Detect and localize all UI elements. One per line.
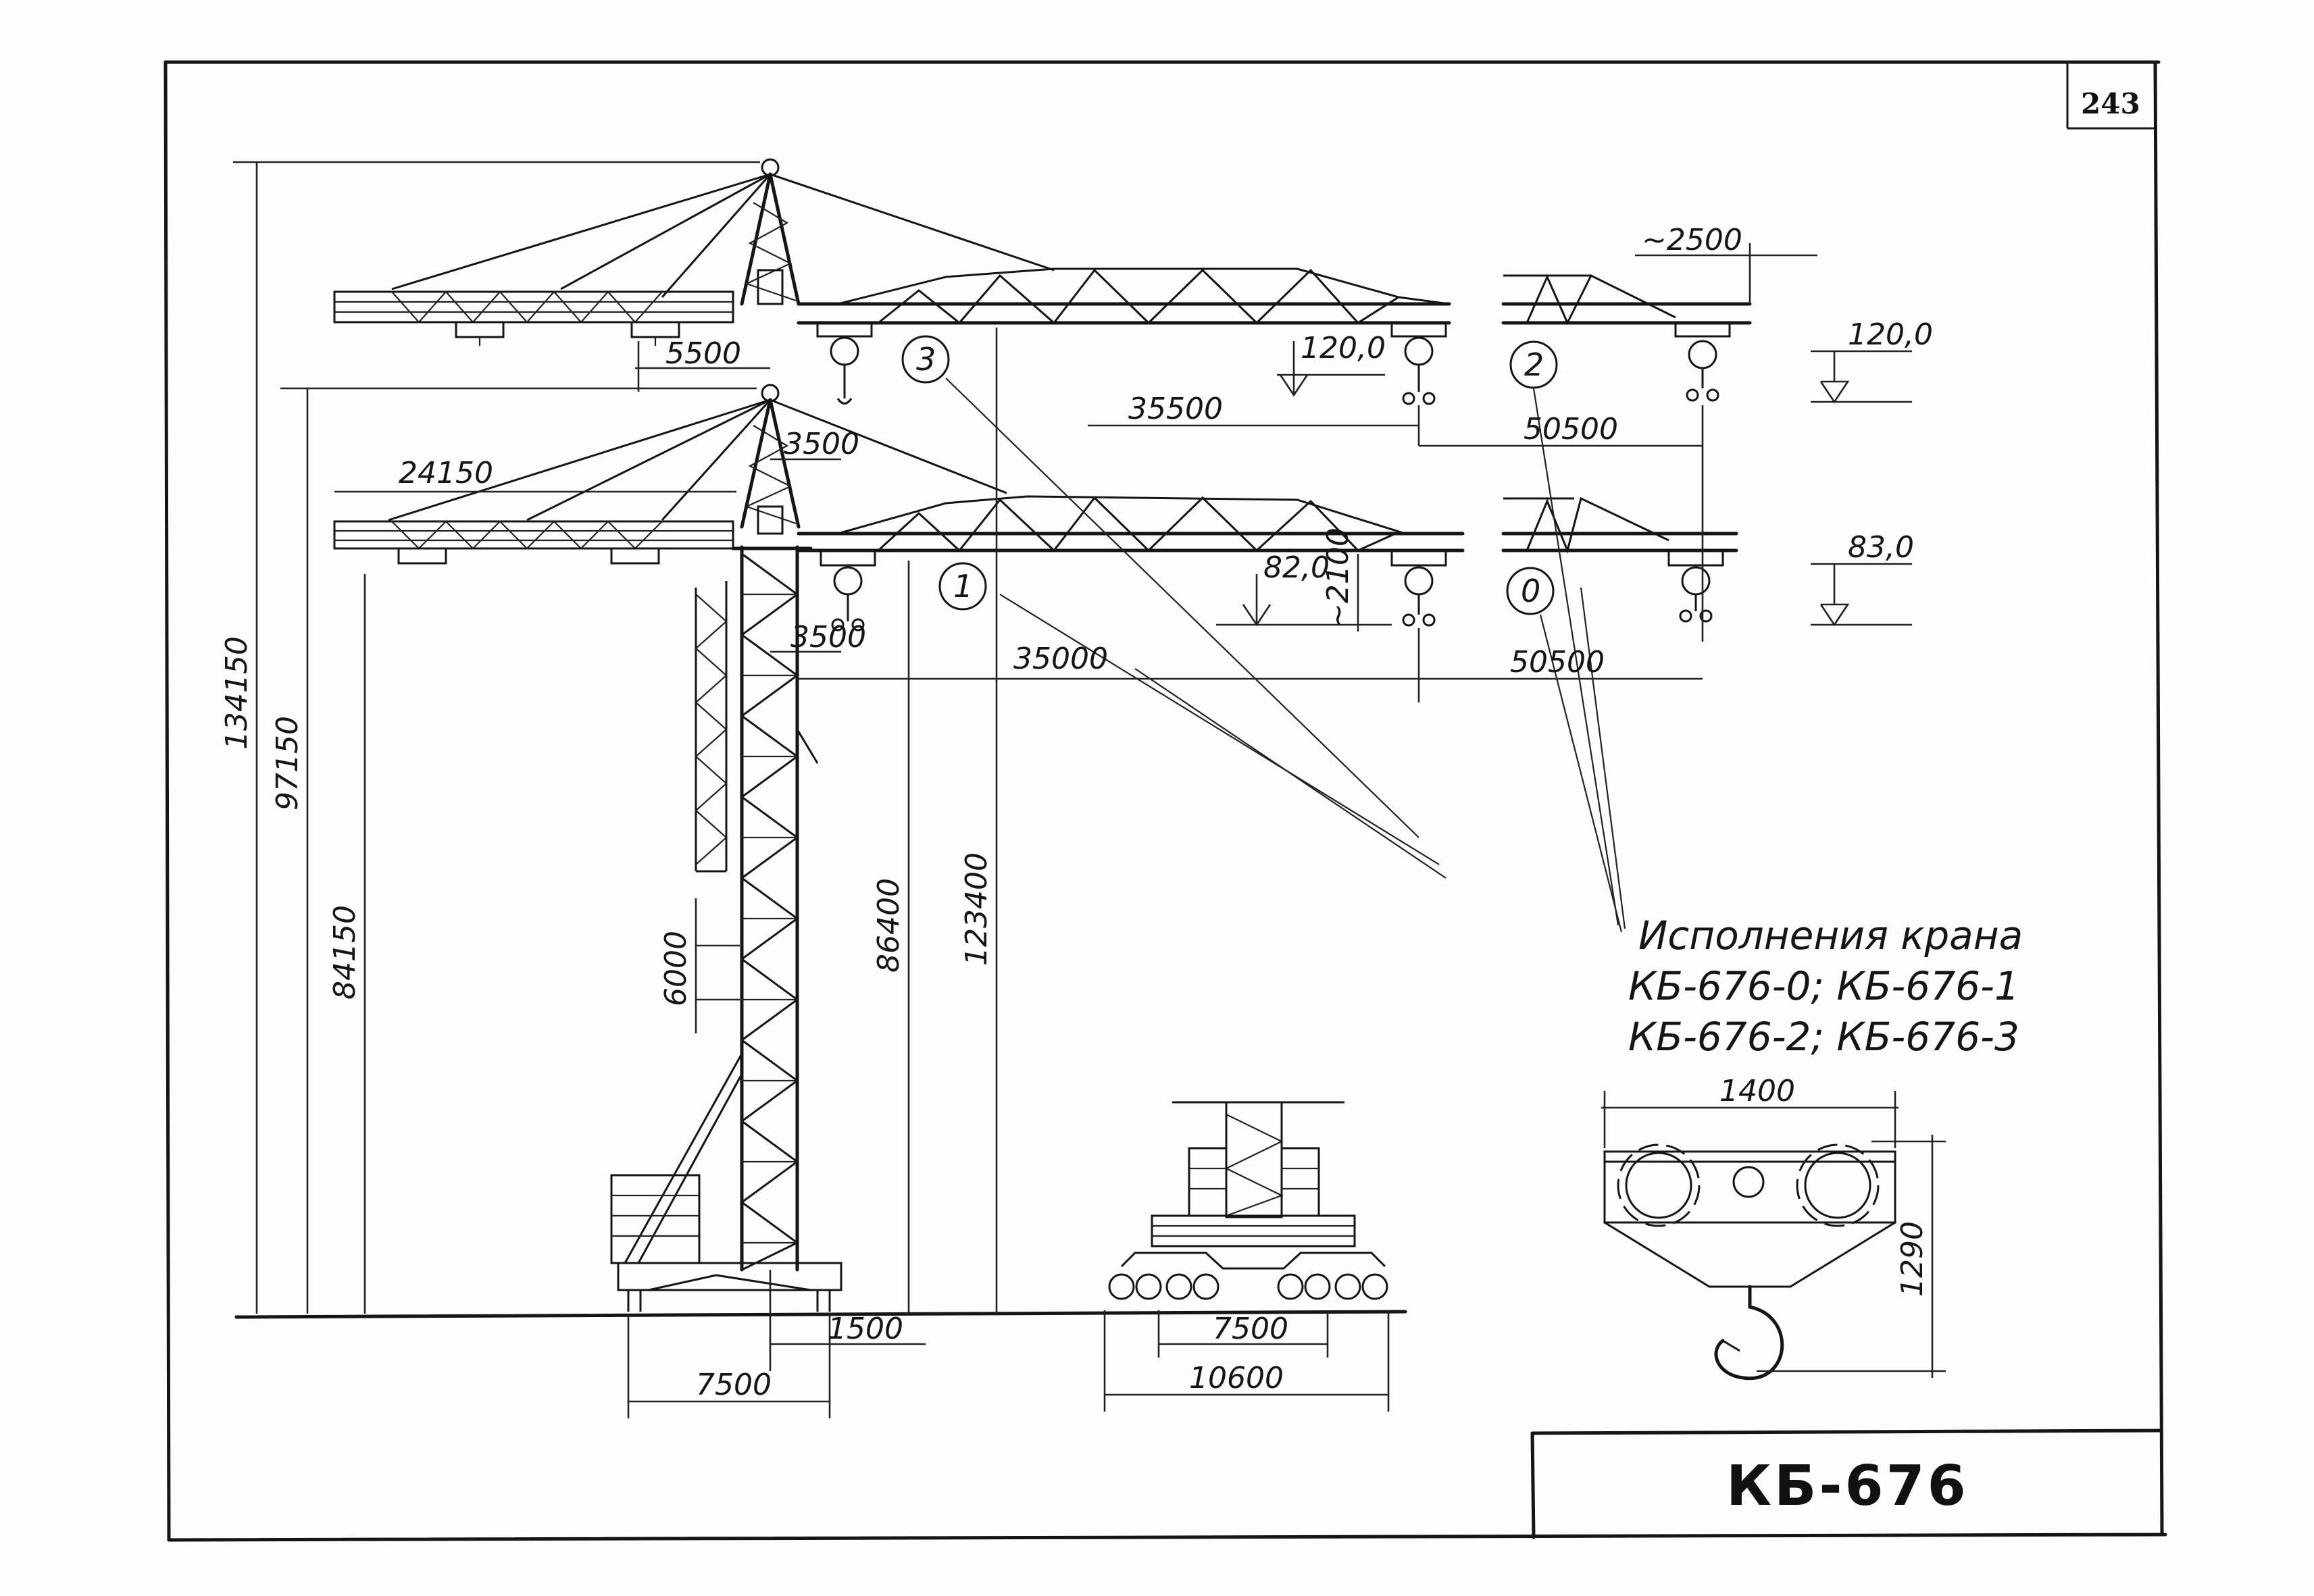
variants-note-line3: КБ-676-2; КБ-676-3: [1628, 1014, 2019, 1060]
sheet-title: КБ-676: [1726, 1454, 1969, 1518]
sheet-frame: [164, 60, 2167, 1542]
dim-50500-upper: 50500: [1524, 412, 1618, 446]
leader-lines: [945, 378, 1626, 933]
dim-5500: 5500: [665, 336, 741, 371]
dim-24150: 24150: [399, 456, 493, 490]
title-block: [1530, 1428, 2163, 1539]
dim-1400: 1400: [1719, 1074, 1795, 1108]
dim-35000: 35000: [1013, 642, 1108, 676]
dim-load-upper-right: 120,0: [1848, 317, 1933, 352]
lower-crane-head: [388, 384, 1007, 535]
dim-86400: 86400: [872, 878, 906, 973]
hook-block-detail: [1601, 1091, 1946, 1381]
dim-35500: 35500: [1128, 392, 1223, 426]
dim-load-lower-right: 83,0: [1848, 530, 1914, 565]
variant-label-1: 1: [953, 568, 973, 604]
variant-label-2: 2: [1524, 346, 1544, 383]
dim-7500-base: 7500: [696, 1368, 772, 1402]
dim-50500-lower: 50500: [1510, 645, 1605, 679]
dim-6000: 6000: [659, 931, 693, 1006]
page-number: 243: [2081, 87, 2140, 120]
crane-tower: [624, 545, 819, 1272]
dim-1500: 1500: [828, 1312, 903, 1346]
upper-tip-detail: [1501, 274, 1752, 402]
upper-crane-head: [391, 158, 1055, 306]
dimension-lines: [233, 161, 1912, 1418]
dim-3500-top: 3500: [784, 427, 859, 461]
dim-84150: 84150: [328, 905, 362, 1000]
dim-7500-track: 7500: [1213, 1312, 1288, 1346]
variant-label-3: 3: [916, 341, 936, 378]
dim-2100: ~2100: [1321, 527, 1355, 628]
lower-tip-detail: [1501, 496, 1738, 623]
crane-base: [610, 1174, 842, 1312]
dim-97150: 97150: [270, 716, 305, 810]
variant-label-0: 0: [1521, 573, 1540, 609]
dim-134150: 134150: [220, 636, 254, 750]
upper-jib: [797, 267, 1451, 405]
dim-3500-low: 3500: [790, 620, 866, 654]
lower-jib: [797, 495, 1465, 632]
variant-markers: [901, 335, 1558, 615]
dim-load-lower: 82,0: [1263, 550, 1330, 585]
track-end-view: [1103, 1101, 1390, 1412]
lower-counter-jib: [333, 520, 734, 565]
variants-note-line2: КБ-676-0; КБ-676-1: [1628, 963, 2019, 1009]
upper-counter-jib: [333, 290, 734, 346]
dim-load-upper: 120,0: [1301, 331, 1386, 365]
dim-2500: ~2500: [1642, 223, 1742, 257]
variants-note-title: Исполнения крана: [1638, 912, 2023, 958]
dim-1290: 1290: [1895, 1221, 1930, 1297]
dim-10600: 10600: [1189, 1361, 1284, 1395]
ground-line: [234, 1310, 1407, 1319]
dim-123400: 123400: [959, 852, 994, 966]
